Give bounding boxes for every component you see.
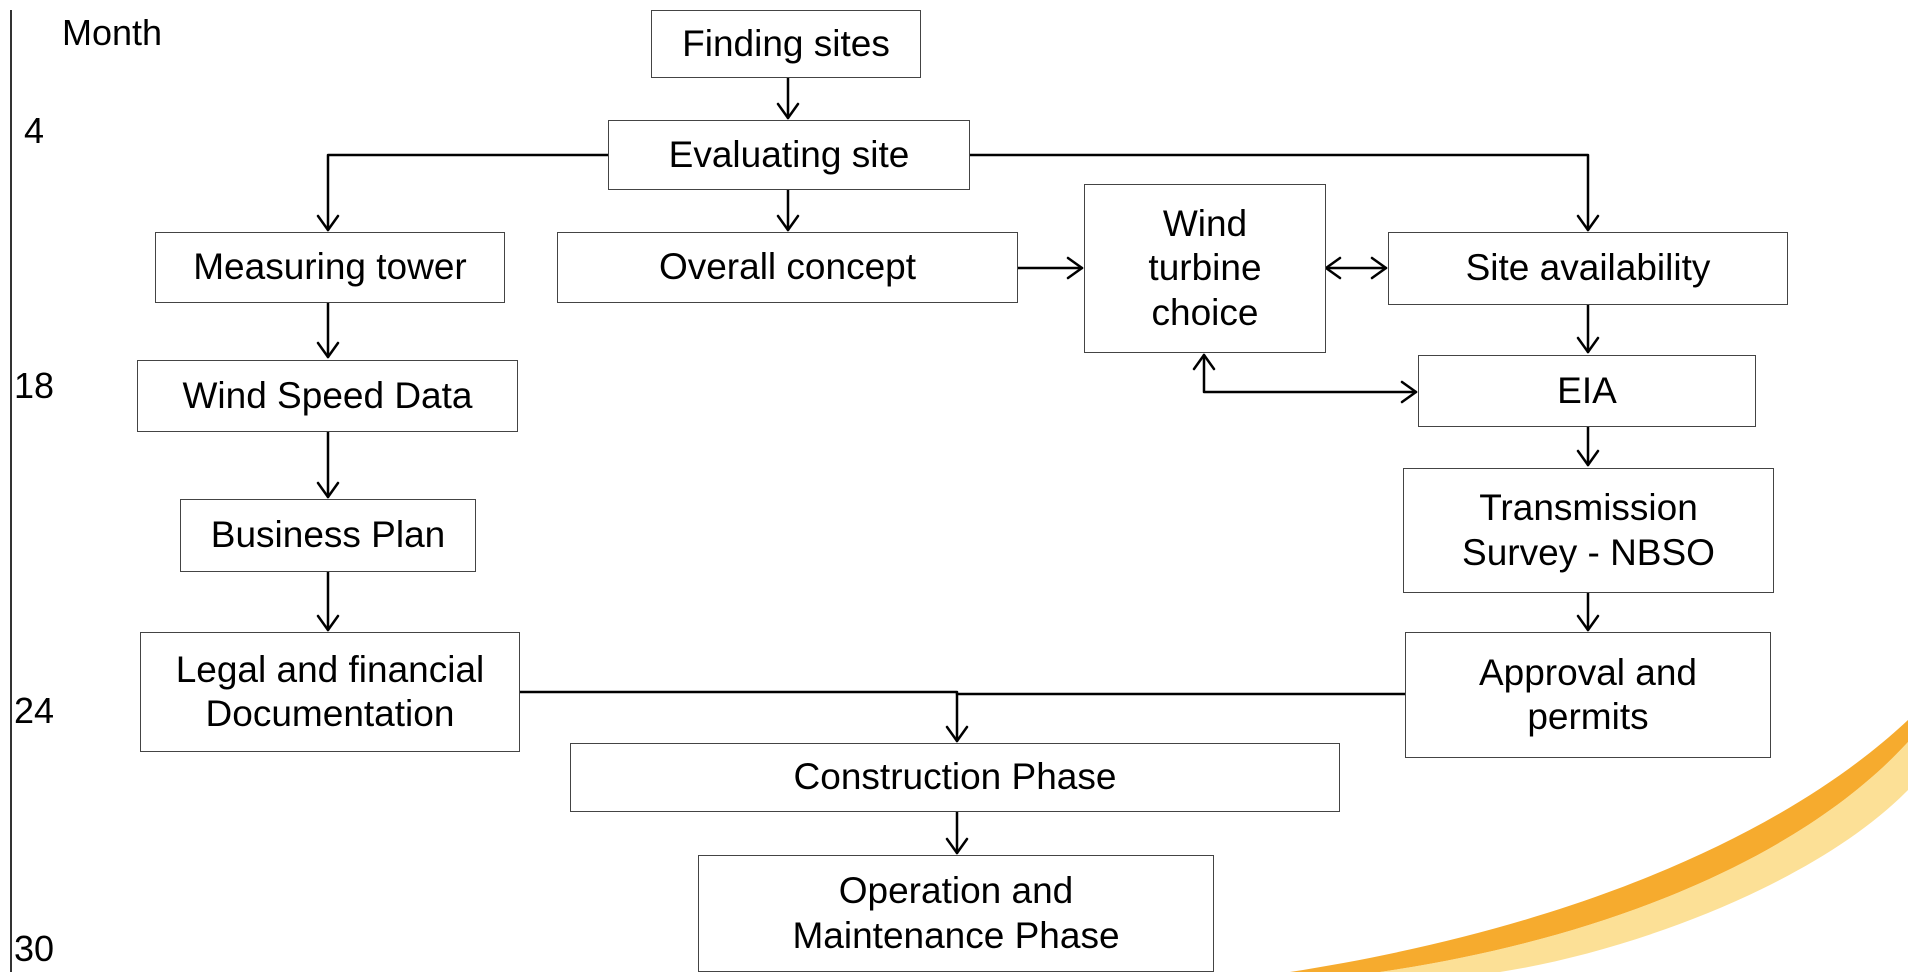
timeline-tick-4: 4 bbox=[24, 110, 45, 151]
node-site-availability: Site availability bbox=[1388, 232, 1788, 305]
node-eia: EIA bbox=[1418, 355, 1756, 427]
node-wind-speed-data: Wind Speed Data bbox=[137, 360, 518, 432]
timeline-title: Month bbox=[62, 12, 163, 53]
node-business-plan: Business Plan bbox=[180, 499, 476, 572]
node-operation-maintenance: Operation and Maintenance Phase bbox=[698, 855, 1214, 972]
node-finding-sites: Finding sites bbox=[651, 10, 921, 78]
node-construction-phase: Construction Phase bbox=[570, 743, 1340, 812]
timeline-tick-30: 30 bbox=[14, 928, 55, 969]
node-approval-permits: Approval and permits bbox=[1405, 632, 1771, 758]
edge-evaluating-measuring bbox=[326, 153, 610, 232]
edge-legal-construction bbox=[518, 690, 959, 743]
node-evaluating-site: Evaluating site bbox=[608, 120, 970, 190]
node-transmission-survey: Transmission Survey - NBSO bbox=[1403, 468, 1774, 593]
node-measuring-tower: Measuring tower bbox=[155, 232, 505, 303]
node-wind-turbine-choice: Wind turbine choice bbox=[1084, 184, 1326, 353]
node-legal-financial: Legal and financial Documentation bbox=[140, 632, 520, 752]
node-overall-concept: Overall concept bbox=[557, 232, 1018, 303]
timeline-tick-18: 18 bbox=[14, 365, 55, 406]
timeline-axis bbox=[10, 10, 12, 972]
edge-turbine-eia bbox=[1202, 353, 1418, 394]
timeline-tick-24: 24 bbox=[14, 690, 55, 731]
edge-evaluating-siteavail bbox=[968, 153, 1590, 232]
